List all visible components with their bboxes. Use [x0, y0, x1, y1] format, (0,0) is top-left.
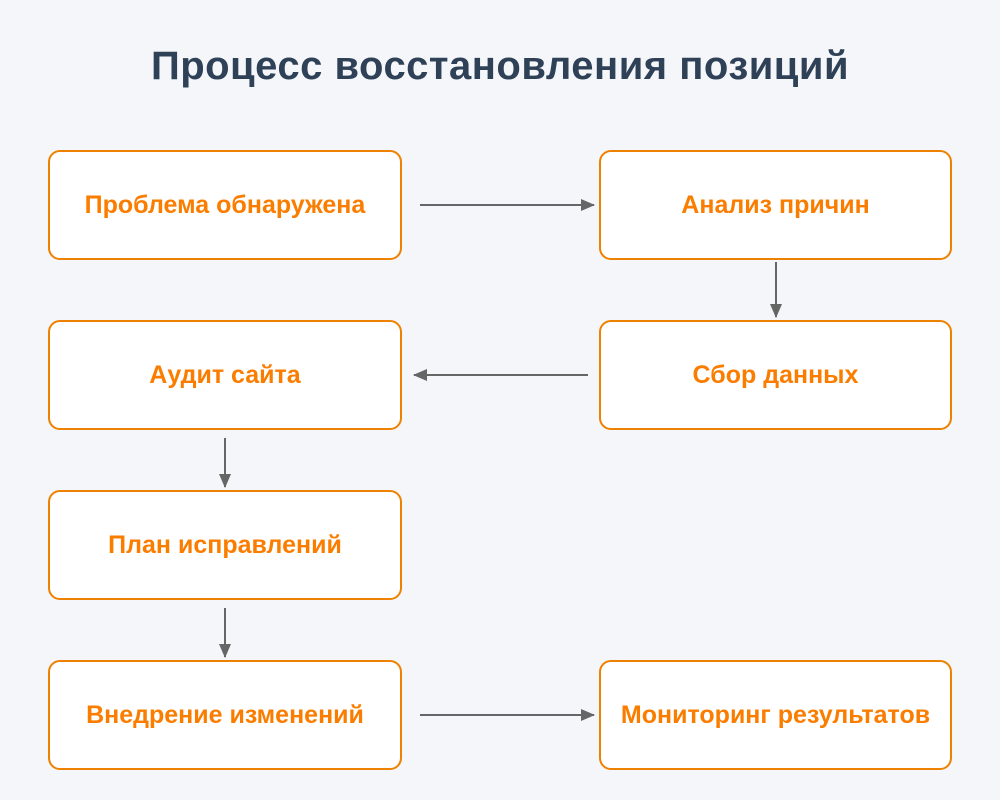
node-cause-analysis: Анализ причин [599, 150, 952, 260]
node-site-audit: Аудит сайта [48, 320, 402, 430]
diagram-title: Процесс восстановления позиций [150, 44, 850, 88]
node-label: Мониторинг результатов [620, 700, 931, 729]
node-implement-changes: Внедрение изменений [48, 660, 402, 770]
node-data-collection: Сбор данных [599, 320, 952, 430]
node-label: Проблема обнаружена [84, 190, 366, 219]
node-label: Анализ причин [681, 190, 870, 219]
node-label: Аудит сайта [149, 360, 301, 389]
node-problem-detected: Проблема обнаружена [48, 150, 402, 260]
node-label: Внедрение изменений [86, 700, 364, 729]
node-monitor-results: Мониторинг результатов [599, 660, 952, 770]
node-label: План исправлений [108, 530, 342, 559]
node-label: Сбор данных [692, 360, 859, 389]
node-fix-plan: План исправлений [48, 490, 402, 600]
